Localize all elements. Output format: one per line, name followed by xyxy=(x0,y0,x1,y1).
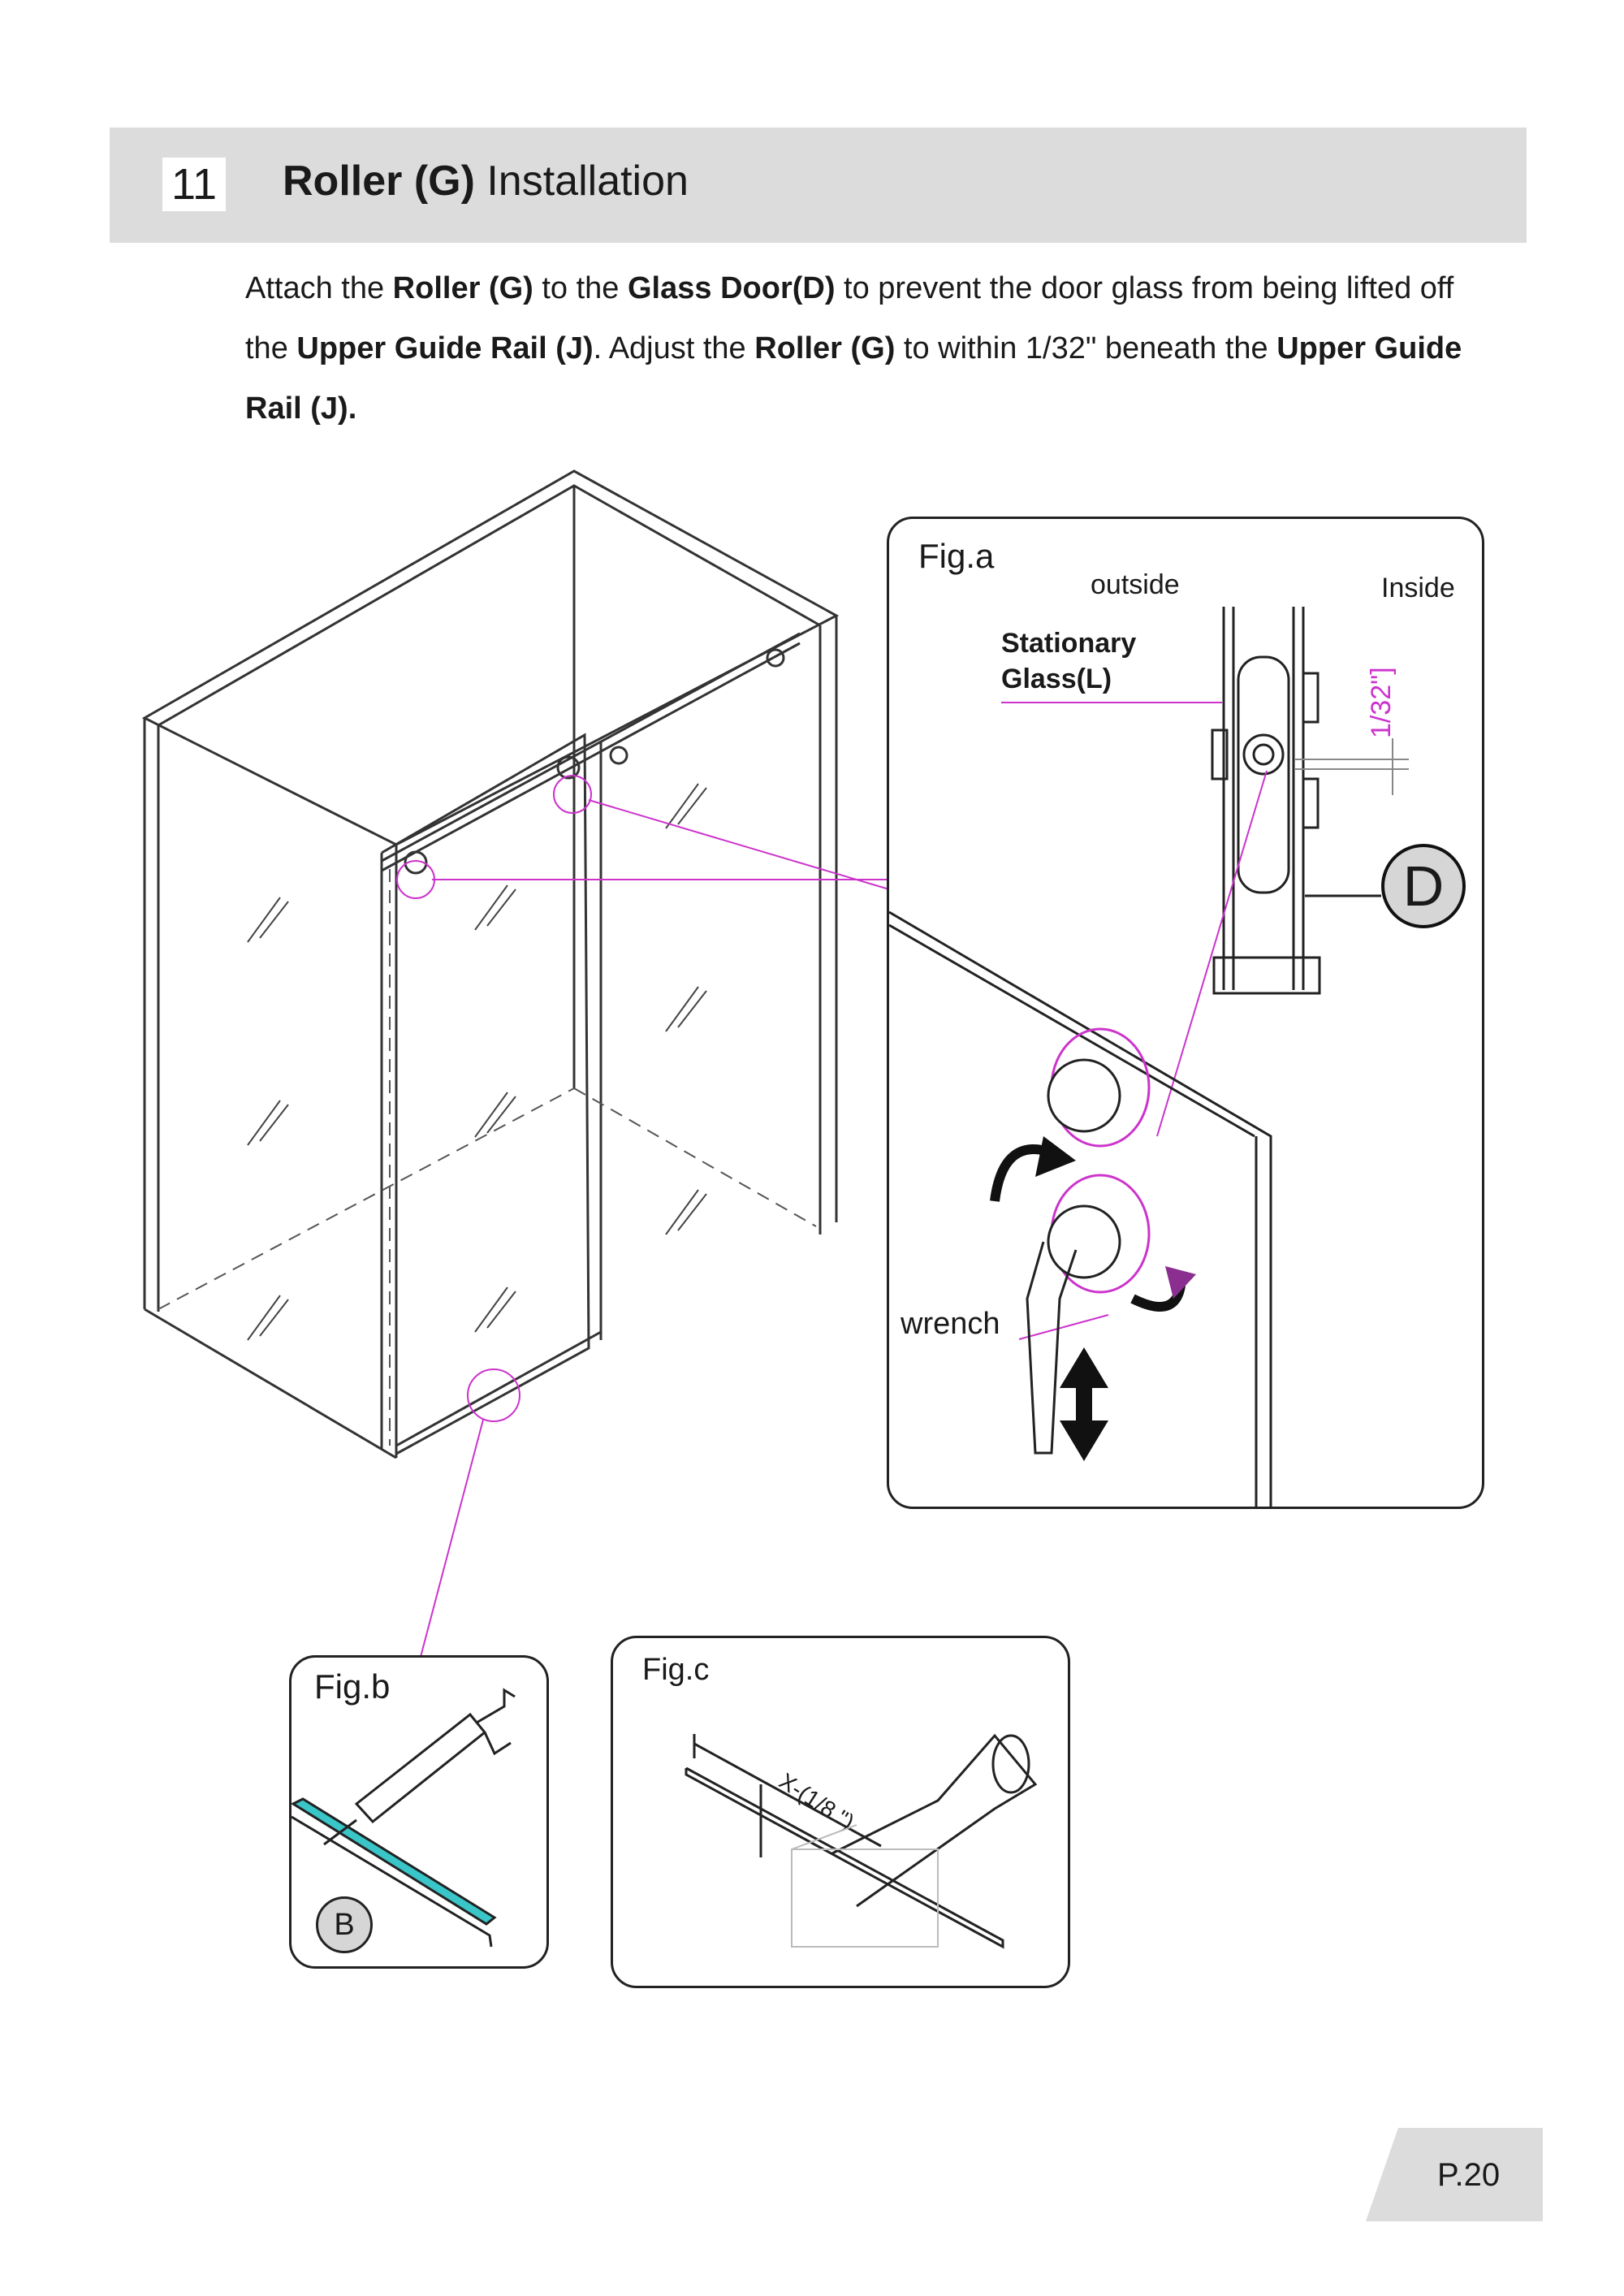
fig-c-panel: Fig.c X-(1/8 ") xyxy=(611,1636,1070,1988)
instruction-line-2: the Upper Guide Rail (J). Adjust the Rol… xyxy=(245,318,1543,378)
part-letter-badge: B xyxy=(316,1896,373,1953)
part-ref-roller: Roller (G) xyxy=(392,271,533,305)
stationary-glass-label-2: Glass(L) xyxy=(1001,664,1112,694)
part-ref-rail: Rail (J). xyxy=(245,391,357,426)
instruction-line-1: Attach the Roller (G) to the Glass Door(… xyxy=(245,258,1543,318)
step-header-bar xyxy=(110,128,1527,243)
page-number: P.20 xyxy=(1437,2157,1501,2193)
wrench-label: wrench xyxy=(901,1307,1000,1341)
step-title-rest: Installation xyxy=(474,158,689,205)
step-title-part: Roller (G) xyxy=(283,158,475,205)
fig-a-panel: Fig.a outside Inside Stationary Glass(L)… xyxy=(887,517,1484,1509)
part-ref-upper-guide: Upper Guide xyxy=(1276,331,1462,365)
inside-label: Inside xyxy=(1381,573,1455,603)
outside-label: outside xyxy=(1091,569,1180,600)
step-number: 11 xyxy=(162,158,226,211)
part-ref-upper-guide-rail: Upper Guide Rail (J) xyxy=(296,331,594,365)
sealant-application-drawing xyxy=(292,1688,516,1948)
text-run: to prevent the door glass from being lif… xyxy=(835,271,1454,305)
page-tab xyxy=(1366,2128,1543,2221)
text-run: Attach the xyxy=(245,271,393,305)
fig-b-panel: Fig.b B xyxy=(289,1655,549,1969)
text-run: the xyxy=(245,331,297,365)
instruction-text: Attach the Roller (G) to the Glass Door(… xyxy=(245,258,1543,439)
hacksaw-cut-drawing xyxy=(685,1733,1038,1949)
text-run: . Adjust the xyxy=(593,331,755,365)
roller-detail-drawing xyxy=(889,607,1409,1507)
stationary-glass-label-1: Stationary xyxy=(1001,628,1137,659)
door-letter-badge: D xyxy=(1381,844,1466,928)
step-title: Roller (G) Installation xyxy=(283,153,689,210)
fig-b-label: Fig.b xyxy=(314,1667,391,1706)
fig-c-label: Fig.c xyxy=(642,1653,710,1687)
text-run: to within 1/32" beneath the xyxy=(895,331,1277,365)
part-ref-glass-door: Glass Door(D) xyxy=(628,271,836,305)
part-ref-roller: Roller (G) xyxy=(754,331,896,365)
instruction-line-3: Rail (J). xyxy=(245,378,1543,439)
text-run: to the xyxy=(533,271,628,305)
fig-a-label: Fig.a xyxy=(918,537,995,575)
